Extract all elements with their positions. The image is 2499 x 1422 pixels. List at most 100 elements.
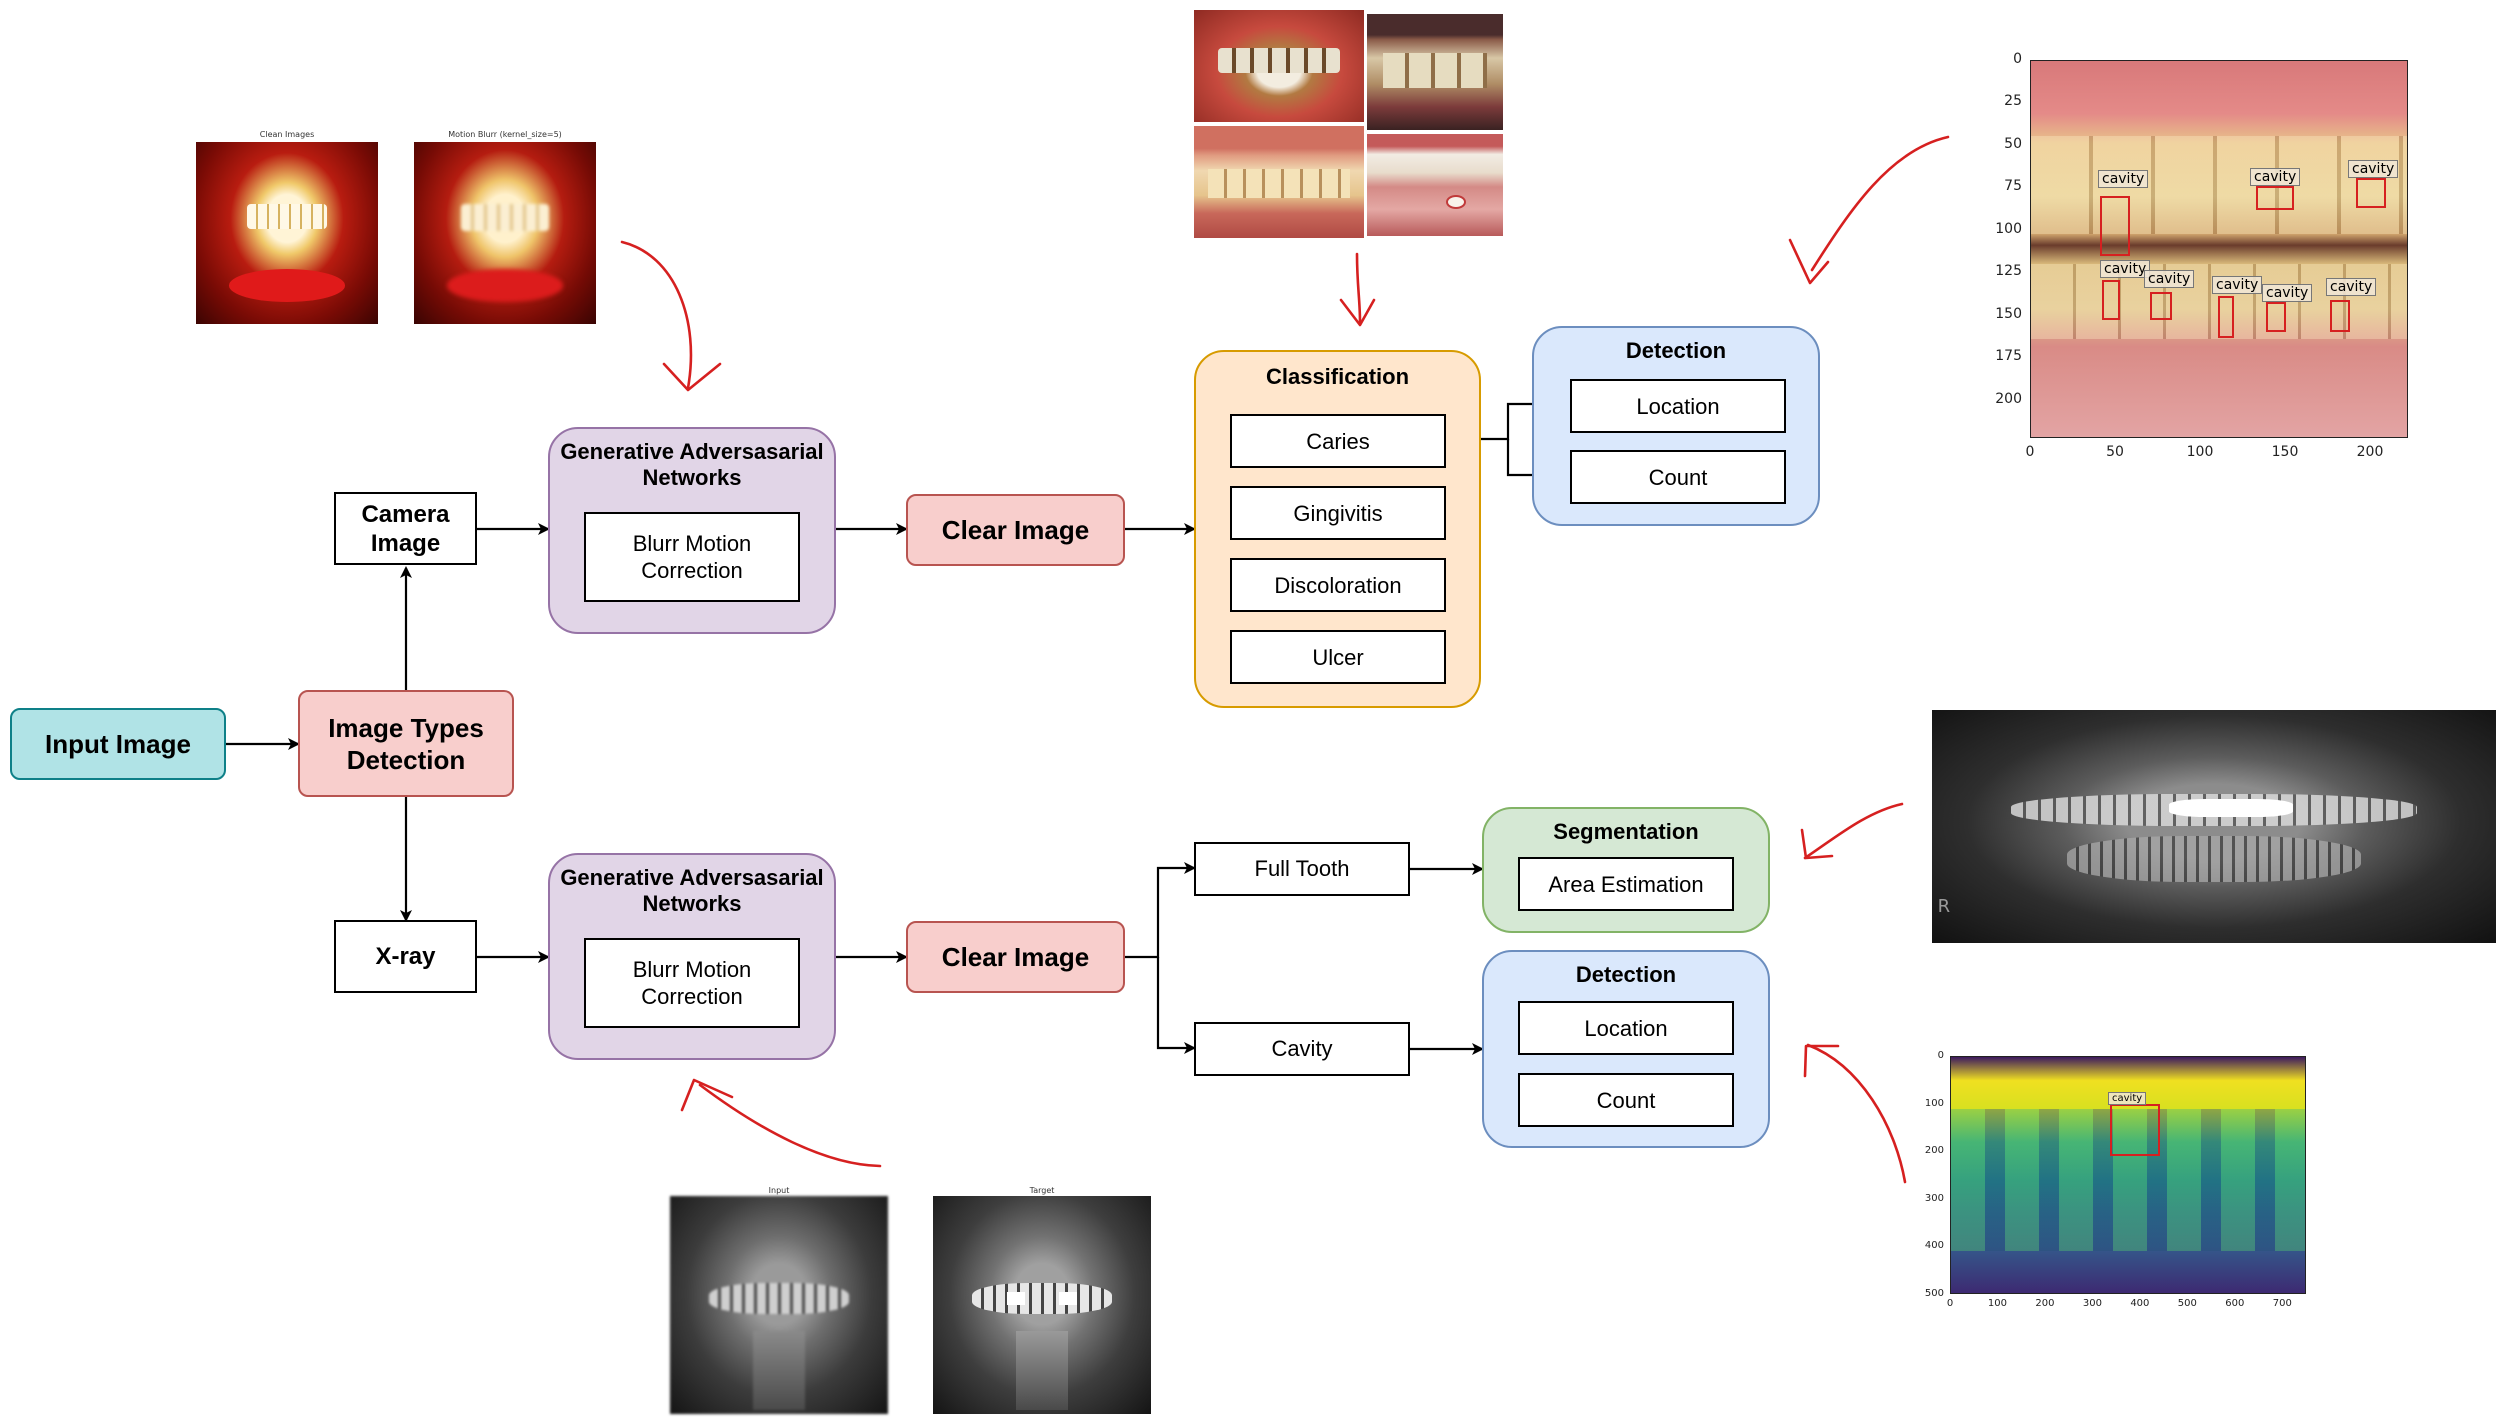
gan-bottom-blur-correction: Blurr Motion Correction	[584, 938, 800, 1028]
heatmap-plot-y-tick: 0	[1937, 1050, 1944, 1061]
red-arrow-panoramic	[1803, 802, 1904, 860]
gan-top-title: Generative Adversasarial Networks	[560, 439, 824, 490]
red-arrowhead-panoramic	[1800, 828, 1834, 860]
panoramic-r-marker: R	[1937, 896, 1951, 918]
gingivitis-label: Gingivitis	[1293, 500, 1383, 526]
red-arrow-xray-example	[698, 1083, 882, 1168]
dental-photo-caries	[1194, 10, 1364, 122]
heatmap-plot-x-tick: 700	[2272, 1298, 2292, 1309]
xray-target-image	[933, 1196, 1151, 1414]
cavity-bounding-box	[2356, 178, 2386, 208]
cavity-bounding-box	[2102, 280, 2120, 320]
cavity-label: Cavity	[1271, 1036, 1333, 1061]
cavity-box-label: cavity	[2348, 160, 2399, 178]
red-arrowhead-dental-photos	[1339, 298, 1376, 327]
panoramic-xray-image: R	[1932, 710, 2496, 943]
location-label: Location	[1584, 1015, 1668, 1041]
photo-plot-y-tick: 200	[1995, 391, 2022, 407]
heatmap-plot-x-tick: 500	[2177, 1298, 2197, 1309]
classification-gingivitis: Gingivitis	[1230, 486, 1446, 540]
camera-image-node: Camera Image	[334, 492, 477, 565]
gan-bottom-title: Generative Adversasarial Networks	[560, 865, 824, 916]
photo-plot-x-tick: 150	[2271, 444, 2299, 460]
count-label: Count	[1596, 1087, 1656, 1113]
xray-input-image	[670, 1196, 888, 1414]
clear-image-top-node: Clear Image	[906, 494, 1125, 566]
heatmap-plot-y-tick: 200	[1924, 1145, 1944, 1157]
heatmap-plot-x-tick: 0	[1946, 1298, 1954, 1309]
heatmap-plot-x-tick: 100	[1987, 1298, 2007, 1309]
red-arrowhead-blur-example	[662, 362, 722, 392]
discoloration-label: Discoloration	[1274, 572, 1402, 598]
cavity-box-label: cavity	[2250, 168, 2301, 186]
classification-caries: Caries	[1230, 414, 1446, 468]
photo-plot-x-tick: 50	[2106, 444, 2124, 460]
cavity-box-label: cavity	[2262, 284, 2313, 302]
clean-mouth-image	[196, 142, 378, 324]
photo-plot-y-tick: 175	[1995, 348, 2022, 364]
cavity-bounding-box	[2256, 186, 2294, 210]
gan-top-group: Generative Adversasarial Networks Blurr …	[548, 427, 836, 634]
red-arrowhead-photo-plot	[1788, 238, 1830, 285]
heatmap-plot-x-tick: 400	[2130, 1298, 2150, 1309]
cavity-box-label: cavity	[2212, 276, 2263, 294]
photo-plot-y-tick: 150	[1995, 306, 2022, 322]
cavity-box-label: cavity	[2100, 260, 2151, 278]
arrow-clear-to-cavity	[1156, 957, 1196, 1054]
blurred-mouth-image	[414, 142, 596, 324]
dental-photo-discoloration	[1194, 126, 1364, 238]
detection-top-location: Location	[1570, 379, 1786, 433]
red-arrow-heatmap	[1806, 1043, 1907, 1184]
dental-photo-ulcer	[1367, 134, 1503, 236]
gan-bottom-blur-correction-label: Blurr Motion Correction	[632, 957, 752, 1009]
detection-top-group: Detection Location Count	[1532, 326, 1820, 526]
full-tooth-label: Full Tooth	[1254, 856, 1350, 881]
red-arrowhead-xray-example	[680, 1078, 734, 1112]
photo-plot-x-tick: 100	[2186, 444, 2214, 460]
cavity-box-label: cavity	[2108, 1092, 2147, 1105]
red-arrow-dental-photos	[1355, 252, 1362, 324]
red-annotation-arrows	[620, 135, 1950, 1184]
caries-label: Caries	[1306, 428, 1370, 454]
classification-group: Classification Caries Gingivitis Discolo…	[1194, 350, 1481, 708]
cavity-node: Cavity	[1194, 1022, 1410, 1076]
gan-top-blur-correction-label: Blurr Motion Correction	[632, 531, 752, 583]
xray-target-caption: Target	[1029, 1186, 1055, 1195]
photo-plot-y-tick: 0	[2013, 51, 2022, 67]
detection-top-title: Detection	[1625, 338, 1727, 363]
heatmap-plot-y-tick: 100	[1924, 1097, 1944, 1109]
photo-detection-plot	[2030, 60, 2408, 438]
photo-plot-y-tick: 75	[2004, 178, 2022, 194]
heatmap-plot-y-tick: 400	[1924, 1240, 1944, 1252]
cavity-box-label: cavity	[2098, 170, 2149, 188]
red-arrow-photo-plot	[1810, 135, 1950, 272]
xray-input-caption: Input	[768, 1186, 790, 1195]
cavity-box-label: cavity	[2144, 270, 2195, 288]
heatmap-plot-y-tick: 500	[1924, 1288, 1944, 1299]
photo-plot-y-tick: 125	[1995, 263, 2022, 279]
segmentation-title: Segmentation	[1553, 819, 1699, 844]
camera-image-label: Camera Image	[361, 500, 450, 557]
photo-plot-y-tick: 50	[2004, 136, 2022, 152]
dental-photo-gingivitis	[1367, 14, 1503, 130]
cavity-bounding-box	[2150, 292, 2172, 320]
detection-bottom-count: Count	[1518, 1073, 1734, 1127]
heatmap-plot-x-tick: 600	[2225, 1298, 2245, 1309]
heatmap-plot-y-tick: 300	[1924, 1192, 1944, 1204]
cavity-bounding-box	[2218, 296, 2234, 338]
cavity-bounding-box	[2330, 300, 2350, 332]
red-arrow-blur-example	[620, 240, 693, 390]
photo-plot-x-tick: 200	[2356, 444, 2384, 460]
segmentation-area-estimation: Area Estimation	[1518, 857, 1734, 911]
detection-bottom-group: Detection Location Count	[1482, 950, 1770, 1148]
count-label: Count	[1648, 464, 1708, 490]
classification-title: Classification	[1265, 364, 1410, 389]
clear-image-top-label: Clear Image	[941, 514, 1090, 545]
input-image-node: Input Image	[10, 708, 226, 780]
image-types-detection-label: Image Types Detection	[328, 712, 484, 775]
arrow-clear-to-fulltooth	[1125, 862, 1196, 959]
cavity-bounding-box	[2100, 196, 2130, 256]
cavity-bounding-box	[2266, 302, 2286, 332]
full-tooth-node: Full Tooth	[1194, 842, 1410, 896]
xray-label: X-ray	[375, 942, 436, 970]
